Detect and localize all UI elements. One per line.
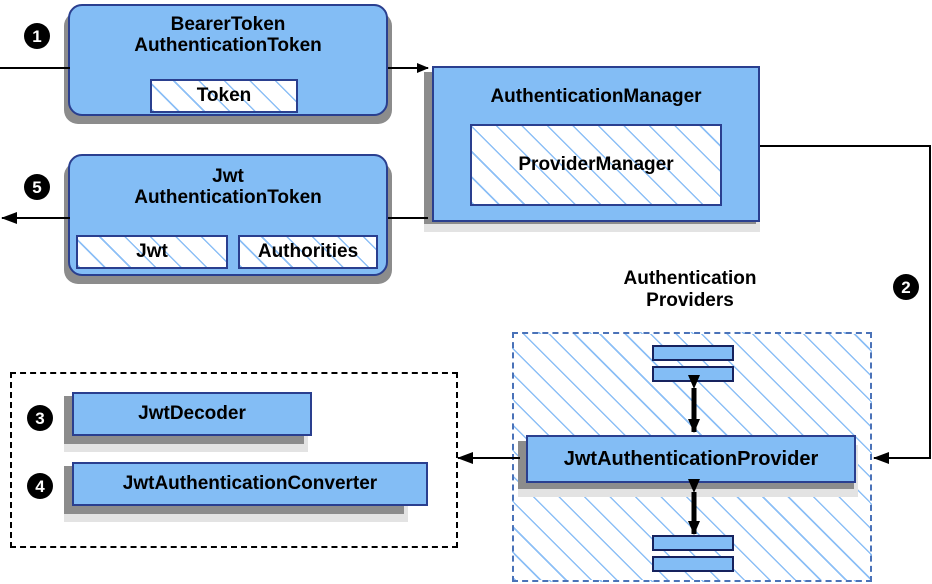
providers-label-line1: Authentication [623, 268, 757, 289]
jwt-authentication-converter-title: JwtAuthenticationConverter [122, 473, 378, 495]
provider-bar-top-2 [652, 366, 734, 382]
badge-step-1: 1 [24, 23, 50, 49]
slot-authorities[interactable]: Authorities [238, 235, 378, 269]
node-jwt-decoder[interactable]: JwtDecoder [72, 392, 312, 436]
providers-label-line2: Providers [646, 289, 734, 311]
provider-bar-bottom-2 [652, 556, 734, 572]
jwt-decoder-title: JwtDecoder [138, 403, 246, 425]
provider-bar-bottom-1 [652, 535, 734, 551]
badge-step-4: 4 [27, 473, 53, 499]
slot-jwt[interactable]: Jwt [76, 235, 228, 269]
badge-step-2: 2 [893, 274, 919, 300]
authentication-manager-title: AuthenticationManager [490, 86, 702, 107]
node-jwt-authentication-converter[interactable]: JwtAuthenticationConverter [72, 462, 428, 506]
badge-step-5: 5 [24, 174, 50, 200]
jwt-authentication-provider-title: JwtAuthenticationProvider [563, 447, 819, 470]
badge-step-3: 3 [27, 405, 53, 431]
jwt-token-title-line2: AuthenticationToken [134, 187, 322, 209]
authentication-providers-label: Authentication Providers [560, 268, 820, 312]
provider-bar-top-1 [652, 345, 734, 361]
bearer-token-title-line1: BearerToken [170, 14, 286, 35]
slot-token[interactable]: Token [150, 79, 298, 113]
slot-provider-manager[interactable]: ProviderManager [470, 124, 722, 206]
jwt-token-title-line1: Jwt [212, 166, 244, 187]
bearer-token-title-line2: AuthenticationToken [134, 35, 322, 57]
node-jwt-authentication-provider[interactable]: JwtAuthenticationProvider [526, 435, 856, 483]
